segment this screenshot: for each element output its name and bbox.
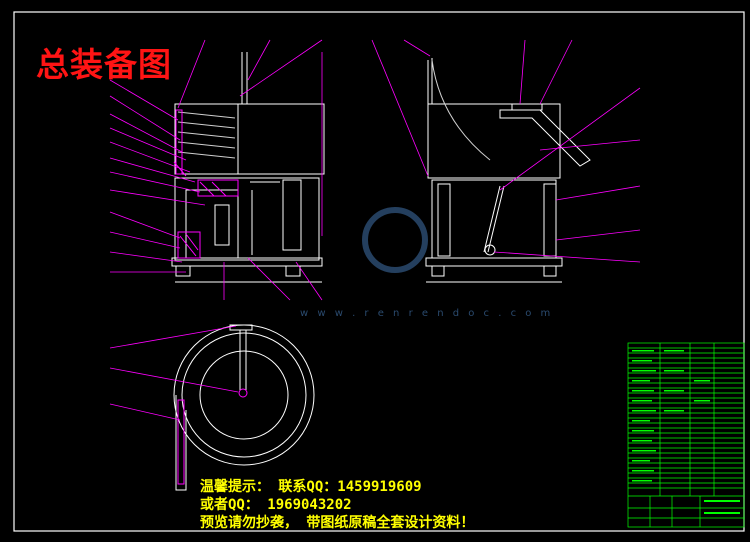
drawing-frame	[13, 11, 745, 532]
notice-contact-line: 温馨提示： 联系QQ：1459919609	[200, 479, 422, 495]
notice-warning-line: 预览请勿抄袭， 带图纸原稿全套设计资料！	[200, 515, 475, 531]
top-view-hatch	[177, 388, 248, 485]
watermark-logo	[362, 207, 428, 273]
side-view-leader-lines	[371, 39, 641, 263]
top-view	[173, 324, 315, 491]
parts-list-cell-text	[632, 350, 740, 514]
front-view-leader-lines	[109, 39, 323, 301]
notice-alt-contact-line: 或者QQ： 1969043202	[200, 497, 352, 513]
front-view	[171, 52, 325, 283]
parts-list-table	[627, 342, 745, 528]
drawing-title: 总装备图	[36, 45, 172, 84]
front-view-section-hatch	[173, 109, 239, 259]
top-view-leader-lines	[109, 325, 239, 421]
side-view	[425, 58, 591, 283]
watermark-url: w w w . r e n r e n d o c . c o m	[300, 308, 554, 319]
